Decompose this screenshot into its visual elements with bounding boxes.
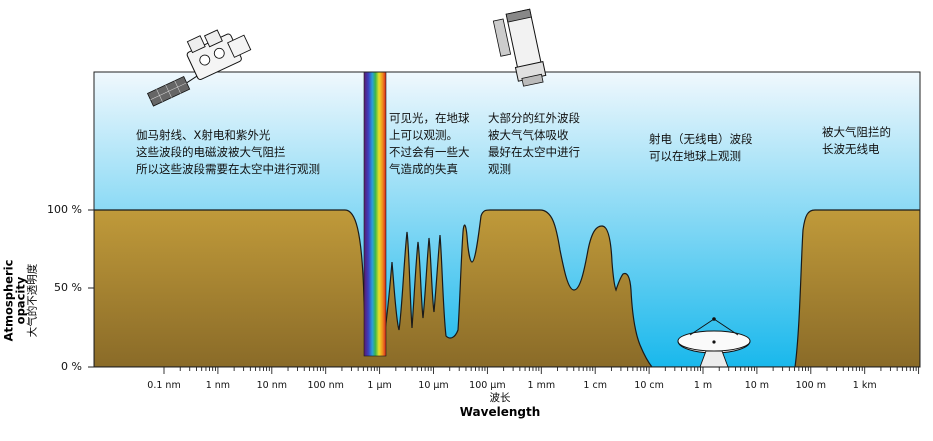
x-tick-label: 10 nm — [256, 380, 287, 391]
x-tick-label: 1 mm — [527, 380, 556, 391]
x-tick-label: 10 m — [744, 380, 770, 391]
x-axis-label-en: Wavelength — [459, 405, 541, 419]
x-axis-label-zh: 波长 — [489, 392, 511, 404]
x-tick-label: 0.1 nm — [147, 380, 181, 391]
annotation-infrared: 大部分的红外波段 被大气气体吸收 最好在太空中进行 观测 — [488, 111, 580, 176]
annotation-radio: 射电（无线电）波段 可以在地球上观测 — [649, 132, 753, 163]
x-tick-label: 100 nm — [307, 380, 344, 391]
y-axis-label-zh: 大气的不透明度 — [26, 263, 39, 338]
annotation-long-radio: 被大气阻拦的 长波无线电 — [822, 125, 891, 156]
satellite-icon — [146, 29, 252, 107]
y-axis-label: Atmospheric opacity 大气的不透明度 — [1, 236, 40, 366]
y-tick-100: 100 % — [47, 203, 82, 216]
x-tick-label: 1 m — [693, 380, 713, 391]
x-tick-label: 100 m — [795, 380, 826, 391]
y-tick-50: 50 % — [54, 281, 82, 294]
x-tick-label: 10 cm — [634, 380, 664, 391]
x-tick-label: 1 μm — [367, 380, 392, 391]
x-tick-label: 1 cm — [583, 380, 607, 391]
x-axis-label: 波长 Wavelength — [430, 392, 570, 419]
annotation-visible: 可见光，在地球 上可以观测。 不过会有一些大 气造成的失真 — [389, 111, 470, 176]
x-tick-label: 1 km — [852, 380, 877, 391]
x-tick-label: 10 μm — [418, 380, 449, 391]
visible-spectrum-band — [364, 72, 386, 356]
y-axis-label-en: Atmospheric opacity — [1, 259, 28, 342]
radio-dish-icon — [677, 317, 751, 368]
x-tick-label: 1 nm — [205, 380, 231, 391]
y-tick-0: 0 % — [61, 360, 82, 373]
x-tick-label: 100 μm — [469, 380, 506, 391]
opacity-curve — [94, 209, 920, 367]
space-telescope-icon — [492, 8, 547, 87]
annotation-gamma-xray-uv: 伽马射线、X射电和紫外光 这些波段的电磁波被大气阻拦 所以这些波段需要在太空中进… — [136, 128, 320, 176]
